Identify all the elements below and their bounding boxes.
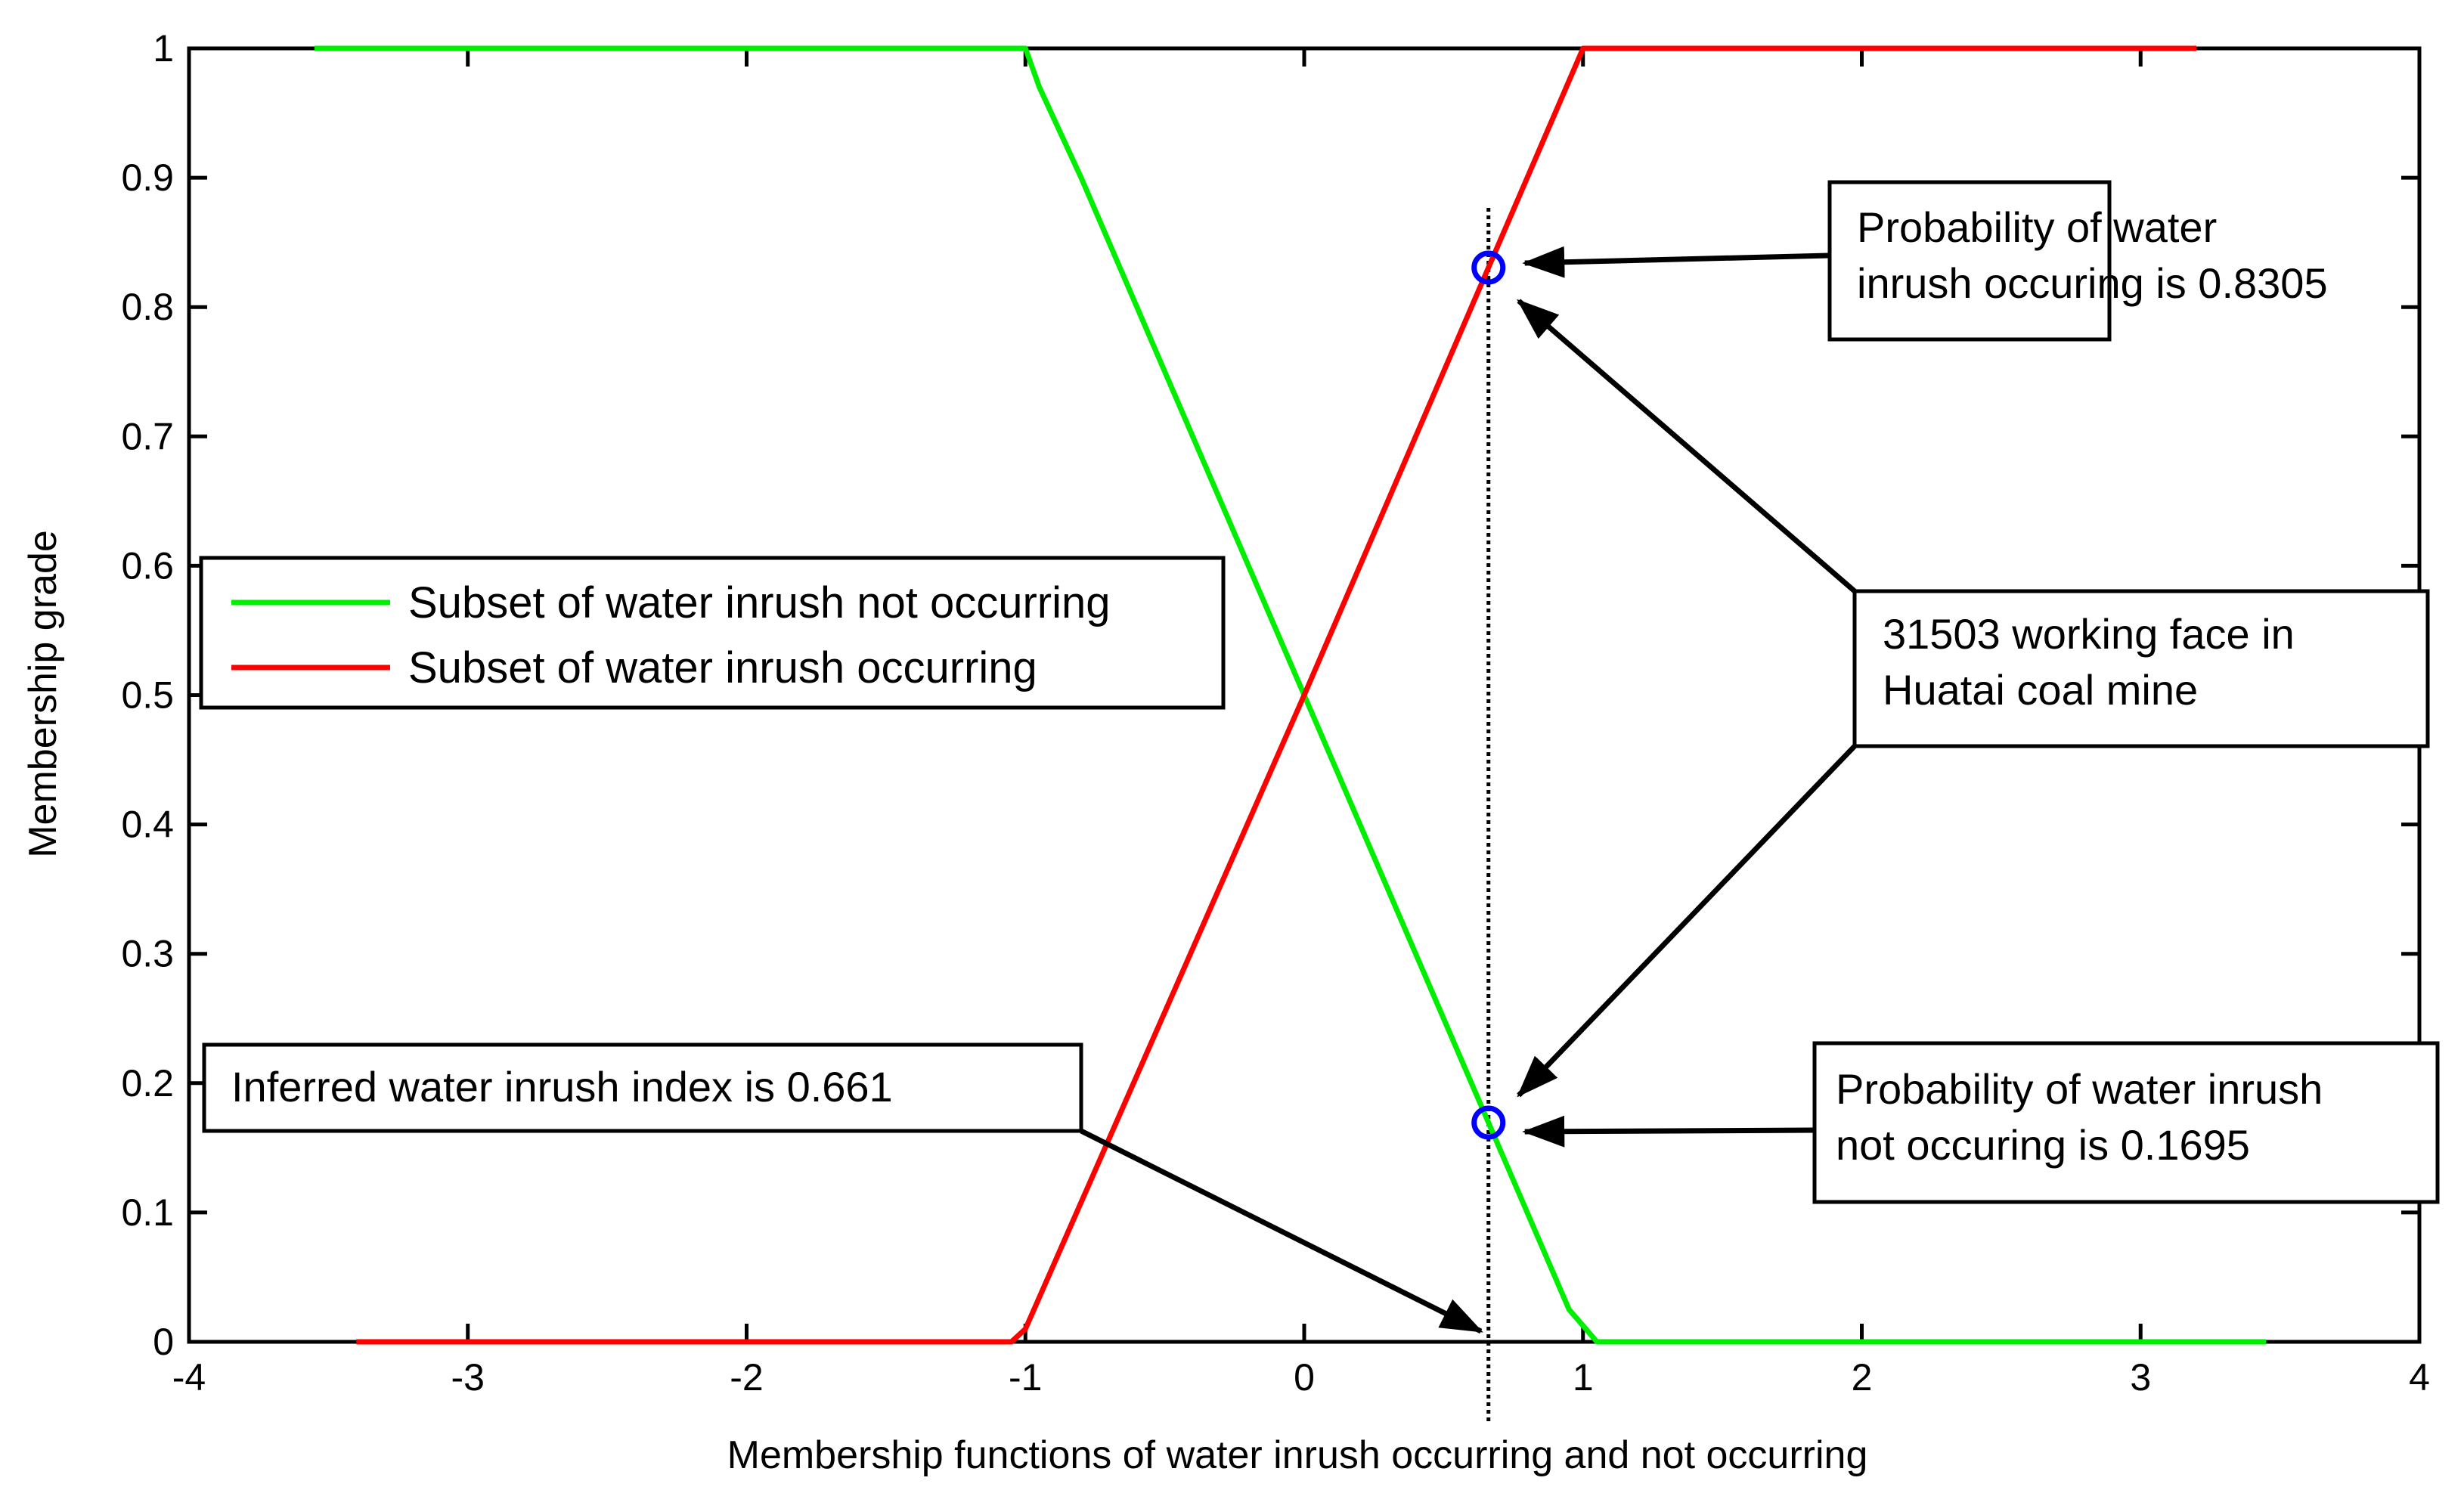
y-tick-label: 0 (153, 1321, 174, 1363)
callout-probability-not-occurring: Probability of water inrush not occuring… (1812, 1041, 2440, 1204)
x-tick-label: 2 (1852, 1356, 1873, 1399)
x-tick-label: -3 (451, 1356, 485, 1399)
callout-working-face: 31503 working face in Huatai coal mine (1852, 589, 2430, 748)
callout-box (202, 1042, 1083, 1133)
callout-line-1: 31503 working face in (1883, 610, 2295, 658)
x-tick-label: 3 (2130, 1356, 2151, 1399)
x-tick-label: 1 (1573, 1356, 1594, 1399)
series-line-occurring (356, 45, 2196, 1345)
callout-box (1812, 1041, 2440, 1204)
series-layer (314, 45, 2267, 1345)
y-tick-label: 0.1 (121, 1191, 174, 1234)
y-tick-label: 0.9 (121, 156, 174, 199)
y-tick-label: 0.3 (121, 933, 174, 975)
callout-line-1: Probability of water (1857, 203, 2217, 251)
y-tick-label: 0.5 (121, 674, 174, 717)
x-tick-label: -1 (1009, 1356, 1042, 1399)
callout-line-1: Inferred water inrush index is 0.661 (231, 1063, 893, 1111)
callout-line-2: not occuring is 0.1695 (1836, 1121, 2250, 1169)
y-axis-title: Membership grade (21, 530, 65, 858)
arrow-working-face-lower (1517, 744, 1857, 1098)
y-tick-label: 0.6 (121, 544, 174, 587)
callout-probability-occurring: Probability of water inrush occuring is … (1827, 180, 2328, 342)
legend: Subset of water inrush not occurring Sub… (199, 556, 1226, 710)
callout-line-2: Huatai coal mine (1883, 666, 2198, 714)
arrow-inferred-index (1080, 1128, 1483, 1334)
y-tick-label: 0.4 (121, 804, 174, 846)
y-tick-label: 0.7 (121, 415, 174, 457)
callout-inferred-index: Inferred water inrush index is 0.661 (202, 1042, 1083, 1133)
callout-box (1852, 589, 2430, 748)
x-tick-label: -4 (172, 1356, 206, 1399)
point-marker-occurring (1471, 250, 1506, 285)
point-marker-layer (1471, 250, 1506, 1140)
legend-label-not-occurring: Subset of water inrush not occurring (408, 578, 1110, 627)
x-tick-label: 0 (1294, 1356, 1315, 1399)
point-marker-not-occurring (1471, 1105, 1506, 1140)
arrow-working-face-upper (1517, 299, 1857, 593)
legend-label-occurring: Subset of water inrush occurring (408, 643, 1037, 692)
arrow-probability-occurring (1522, 246, 1830, 278)
x-tick-label: 4 (2409, 1356, 2430, 1399)
x-axis-title: Membership functions of water inrush occ… (727, 1433, 1868, 1477)
arrow-probability-not-occurring (1522, 1115, 1815, 1148)
x-tick-label: -2 (730, 1356, 763, 1399)
legend-box (199, 556, 1226, 710)
y-tick-label: 1 (153, 27, 174, 70)
callout-line-1: Probability of water inrush (1836, 1065, 2323, 1113)
y-tick-label: 0.2 (121, 1062, 174, 1104)
annotation-arrows (1080, 246, 1857, 1334)
axes: -4 -3 -2 -1 0 1 2 3 4 0 0.1 0.2 0.3 0.4 0.5 0.6 0.7 0.8 0.… (121, 27, 2429, 1399)
callout-line-2: inrush occuring is 0.8305 (1857, 259, 2328, 307)
callout-box (1827, 180, 2112, 342)
y-tick-label: 0.8 (121, 286, 174, 328)
